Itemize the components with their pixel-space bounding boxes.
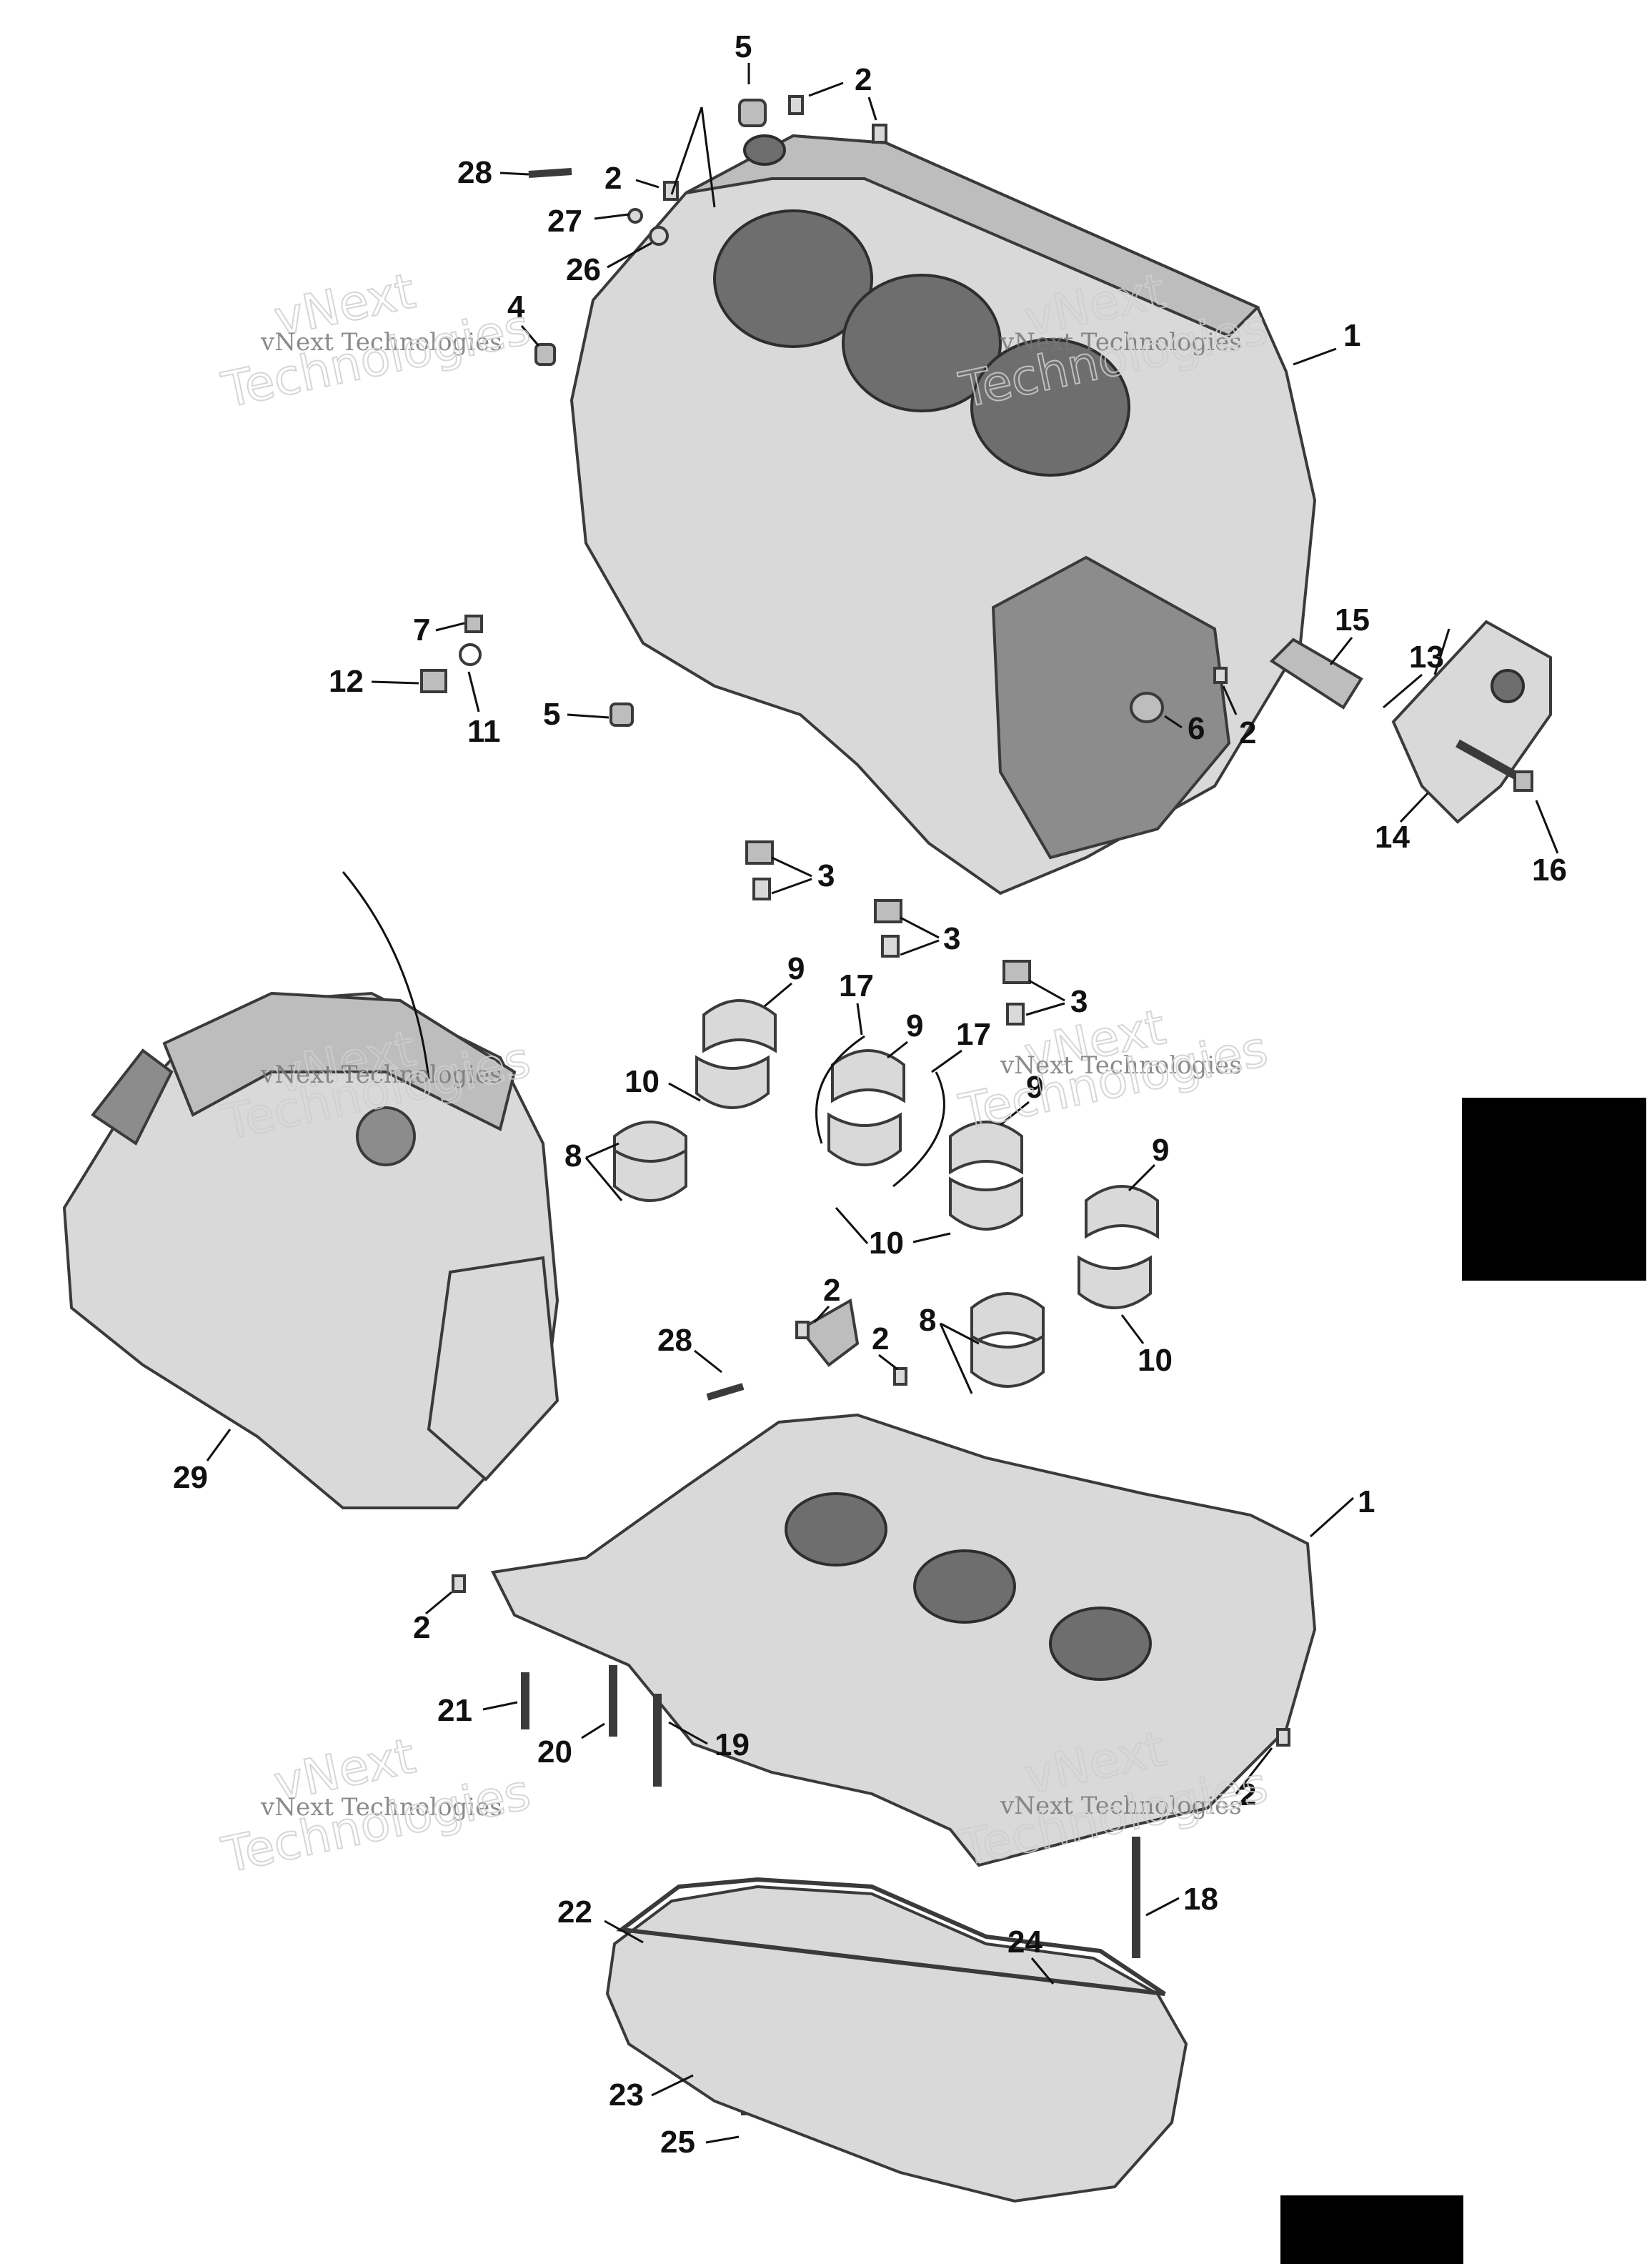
callout-10: 10 — [625, 1064, 660, 1099]
long-bolt — [1456, 739, 1533, 792]
callout-29: 29 — [173, 1460, 208, 1495]
upper-crankcase — [569, 134, 1317, 895]
callout-27: 27 — [547, 204, 582, 239]
callout-2: 2 — [872, 1321, 889, 1356]
svg-text:vNext Technologies: vNext Technologies — [1000, 328, 1242, 357]
svg-text:vNext Technologies: vNext Technologies — [260, 328, 502, 357]
svg-text:vNext Technologies: vNext Technologies — [260, 1793, 502, 1822]
svg-text:vNext Technologies: vNext Technologies — [260, 1061, 502, 1089]
callout-2: 2 — [855, 62, 872, 97]
callout-25: 25 — [660, 2125, 695, 2160]
callout-9: 9 — [1026, 1070, 1043, 1105]
callout-3: 3 — [817, 858, 835, 893]
callout-10: 10 — [869, 1226, 904, 1261]
callout-18: 18 — [1183, 1882, 1218, 1917]
callout-16: 16 — [1532, 853, 1567, 888]
callout-9: 9 — [1152, 1133, 1169, 1168]
side-tab-block — [1462, 1098, 1646, 1281]
callout-26: 26 — [566, 252, 601, 287]
callout-1: 1 — [1358, 1484, 1375, 1519]
callout-28: 28 — [457, 155, 492, 190]
callout-21: 21 — [437, 1693, 472, 1728]
svg-text:vNext Technologies: vNext Technologies — [1000, 1051, 1242, 1080]
callout-17: 17 — [839, 968, 874, 1003]
callout-8: 8 — [564, 1138, 582, 1173]
sensors — [745, 840, 1031, 1026]
callout-23: 23 — [609, 2077, 644, 2112]
callout-5: 5 — [735, 29, 752, 64]
leader-lines — [206, 63, 1559, 2144]
pump-cover — [1391, 620, 1552, 824]
callout-17: 17 — [956, 1017, 991, 1052]
shaft — [1269, 637, 1363, 710]
callout-8: 8 — [919, 1303, 936, 1338]
callout-2: 2 — [823, 1273, 840, 1308]
callout-10: 10 — [1138, 1343, 1173, 1378]
callout-labels: 5 2 28 2 27 26 4 1 15 13 7 12 11 5 6 2 1… — [173, 29, 1567, 2160]
callout-1: 1 — [1343, 318, 1360, 353]
callout-28: 28 — [657, 1323, 692, 1358]
bottom-tab-block — [1280, 2195, 1463, 2264]
bolts-and-dowels — [452, 1321, 1290, 2115]
thrust-rings — [815, 1035, 945, 1188]
callout-3: 3 — [1070, 984, 1088, 1019]
callout-6: 6 — [1188, 711, 1205, 746]
complete-engine — [62, 871, 559, 1509]
callout-13: 13 — [1409, 640, 1444, 675]
callout-7: 7 — [413, 612, 430, 647]
small-fittings — [420, 95, 1228, 727]
callout-2: 2 — [1239, 1777, 1256, 1812]
callout-22: 22 — [557, 1895, 592, 1930]
callout-5: 5 — [543, 697, 560, 732]
bushing — [1130, 692, 1164, 723]
callout-3: 3 — [943, 921, 960, 956]
callout-20: 20 — [537, 1734, 572, 1769]
watermarks: vNext vNext Technologies Technologies vN… — [217, 262, 1273, 1885]
callout-2: 2 — [413, 1610, 430, 1645]
oil-pan — [605, 1877, 1188, 2203]
callout-14: 14 — [1375, 820, 1410, 855]
callout-15: 15 — [1335, 602, 1370, 637]
callout-2: 2 — [1239, 715, 1256, 750]
bearing-shells — [613, 999, 1159, 1388]
callout-9: 9 — [787, 951, 805, 986]
lower-crankcase — [490, 1298, 1317, 1867]
svg-text:vNext Technologies: vNext Technologies — [1000, 1792, 1242, 1820]
callout-24: 24 — [1007, 1925, 1043, 1960]
callout-19: 19 — [715, 1727, 750, 1762]
callout-11: 11 — [467, 714, 501, 749]
callout-2: 2 — [604, 161, 622, 196]
callout-4: 4 — [507, 289, 525, 324]
callout-9: 9 — [906, 1008, 923, 1043]
callout-12: 12 — [329, 664, 364, 699]
